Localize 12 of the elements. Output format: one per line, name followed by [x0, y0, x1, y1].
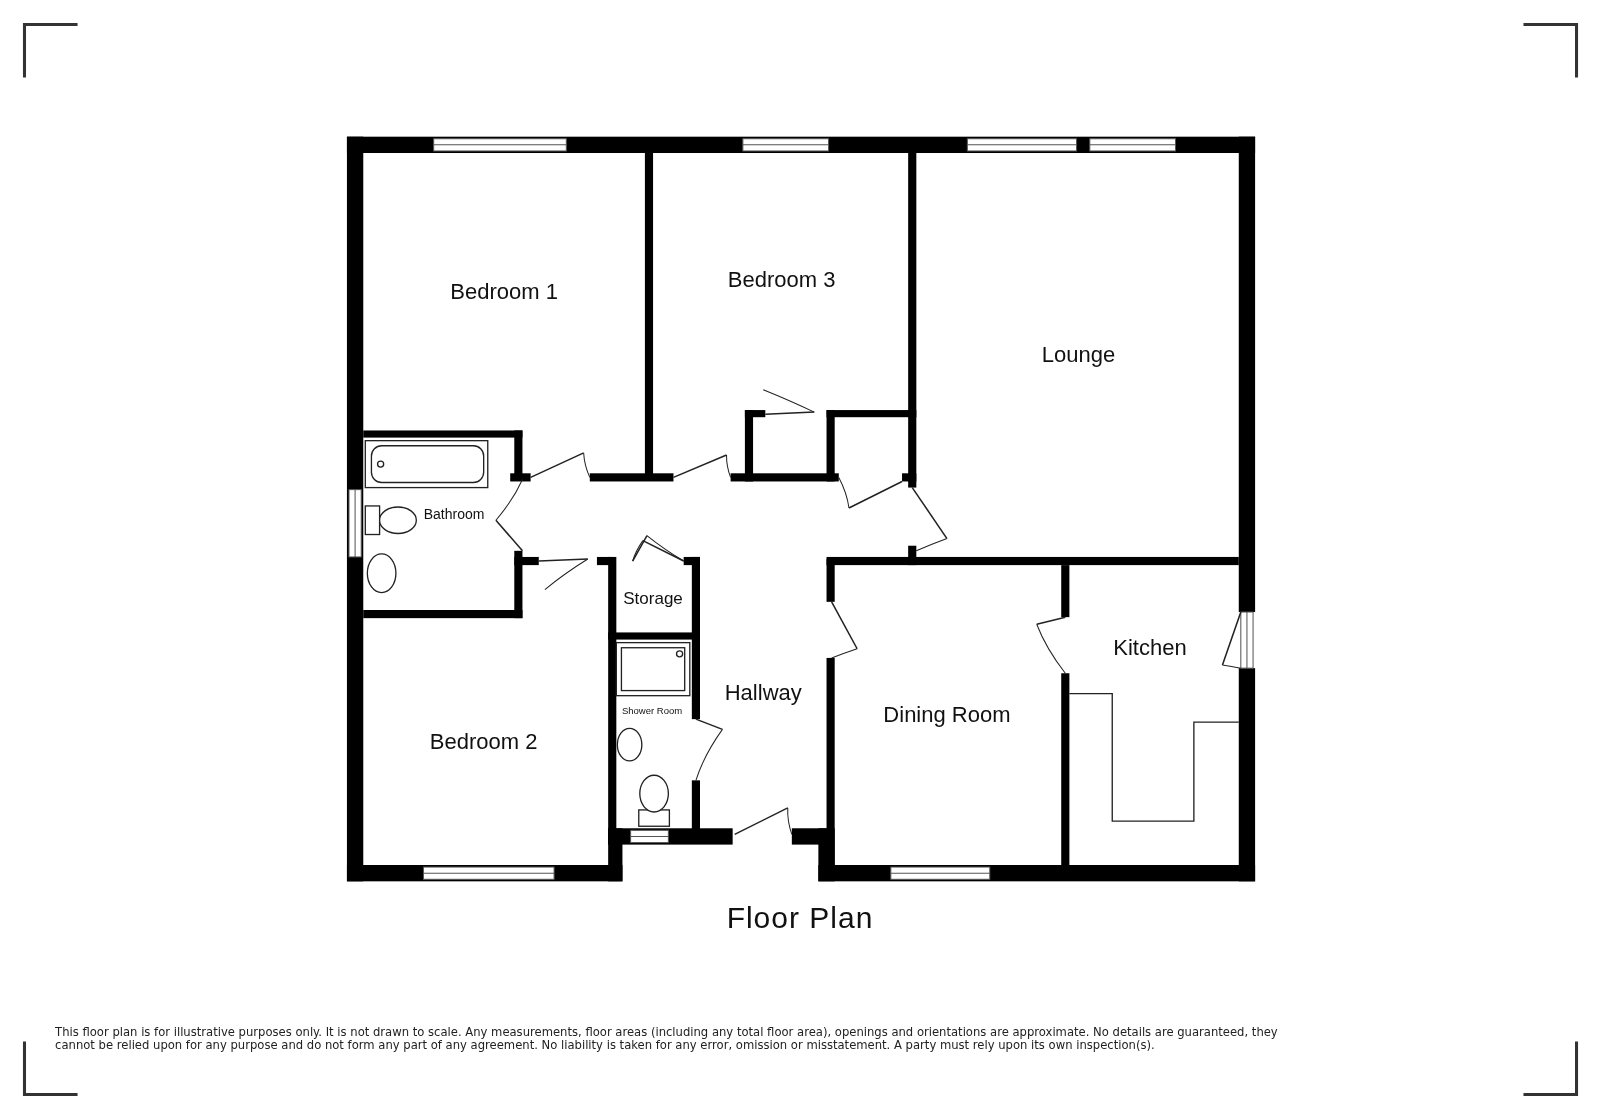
disclaimer-text: This floor plan is for illustrative purposes only. It is not drawn to scale. Any measurements, floor areas (including any total floor area), openings and orientations are approximate. No details are guaranteed, they cannot be relied upon for any purpose and do not form any part of any agreement. No liability is taken for any error, omission or misstatement. A party must rely upon its own inspection(s).	[55, 1025, 1279, 1054]
room-label: Bedroom 1	[450, 279, 558, 305]
room-label: Bedroom 3	[727, 266, 836, 293]
plan-caption: Floor Plan	[726, 901, 874, 936]
room-label: Kitchen	[1113, 635, 1187, 661]
room-label: Lounge	[1041, 342, 1116, 368]
room-label: Shower Room	[621, 705, 683, 717]
room-label: Bedroom 2	[429, 729, 538, 755]
room-label: Bathroom	[423, 506, 485, 523]
room-label: Hallway	[724, 680, 802, 706]
room-label: Storage	[623, 589, 683, 609]
room-label: Dining Room	[883, 702, 1011, 728]
